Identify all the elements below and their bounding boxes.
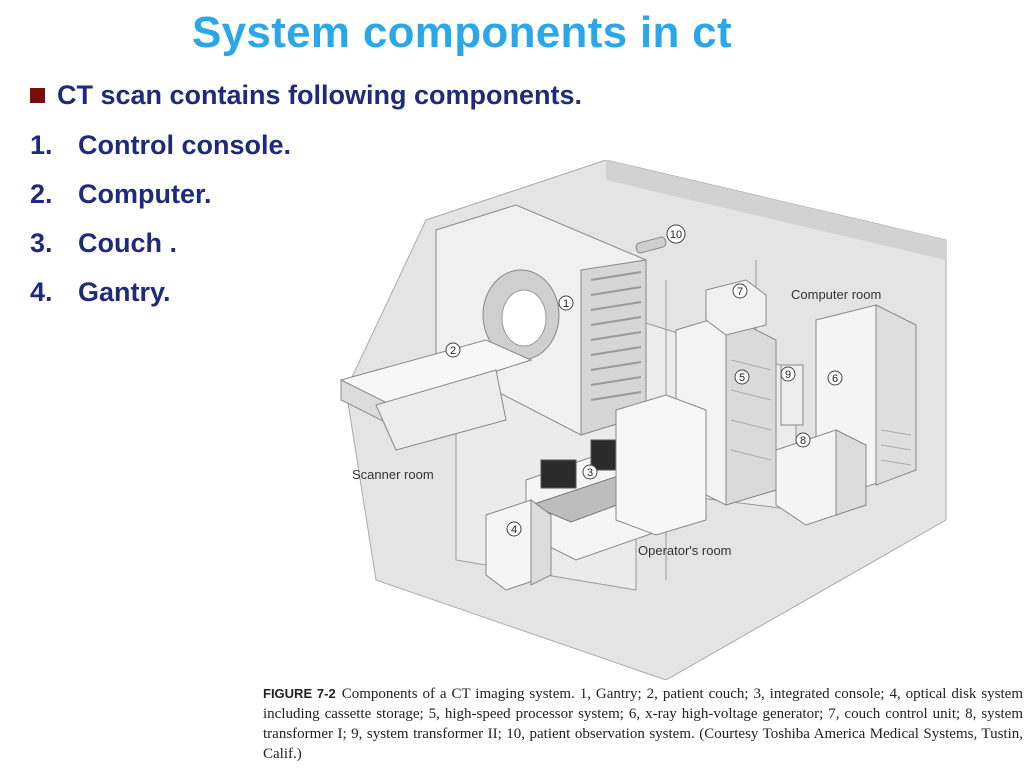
- list-text: Computer.: [78, 179, 212, 209]
- component-list: 1. Control console. 2. Computer. 3. Couch .…: [30, 128, 291, 324]
- svg-text:2: 2: [450, 345, 456, 357]
- caption-text: Components of a CT imaging system. 1, Ga…: [263, 686, 1023, 762]
- svg-text:6: 6: [832, 373, 838, 385]
- square-bullet-icon: [30, 88, 45, 103]
- list-text: Couch .: [78, 228, 177, 258]
- figure-label: FIGURE 7-2: [263, 686, 336, 701]
- list-number: 3.: [30, 228, 53, 258]
- list-text: Gantry.: [78, 277, 171, 307]
- slide-title: System components in ct: [192, 8, 732, 57]
- svg-text:1: 1: [563, 298, 569, 310]
- svg-text:8: 8: [800, 435, 806, 447]
- list-number: 4.: [30, 277, 53, 307]
- marker-10: 10: [666, 224, 686, 244]
- list-item: 3. Couch .: [30, 226, 291, 275]
- marker-6: 6: [827, 370, 843, 386]
- intro-bullet: CT scan contains following components.: [30, 80, 582, 111]
- list-number: 1.: [30, 130, 53, 160]
- list-item: 1. Control console.: [30, 128, 291, 177]
- marker-2: 2: [445, 342, 461, 358]
- svg-text:3: 3: [587, 467, 593, 479]
- list-item: 4. Gantry.: [30, 275, 291, 324]
- svg-text:4: 4: [511, 524, 517, 536]
- marker-4: 4: [506, 521, 522, 537]
- marker-9: 9: [780, 366, 796, 382]
- ct-system-illustration: Scanner room Computer room Operator's ro…: [336, 160, 952, 680]
- marker-5: 5: [734, 369, 750, 385]
- marker-1: 1: [558, 295, 574, 311]
- svg-text:10: 10: [670, 229, 682, 241]
- operator-room-label: Operator's room: [638, 543, 732, 558]
- intro-text: CT scan contains following components.: [57, 80, 583, 110]
- list-text: Control console.: [78, 130, 292, 160]
- svg-text:9: 9: [785, 369, 791, 381]
- marker-3: 3: [582, 464, 598, 480]
- svg-text:7: 7: [737, 286, 743, 298]
- list-item: 2. Computer.: [30, 177, 291, 226]
- marker-7: 7: [732, 283, 748, 299]
- ct-illustration-svg: Scanner room Computer room Operator's ro…: [339, 160, 947, 680]
- list-number: 2.: [30, 179, 53, 209]
- computer-room-label: Computer room: [791, 287, 881, 302]
- scanner-room-label: Scanner room: [352, 467, 434, 482]
- marker-8: 8: [795, 432, 811, 448]
- svg-text:5: 5: [739, 372, 745, 384]
